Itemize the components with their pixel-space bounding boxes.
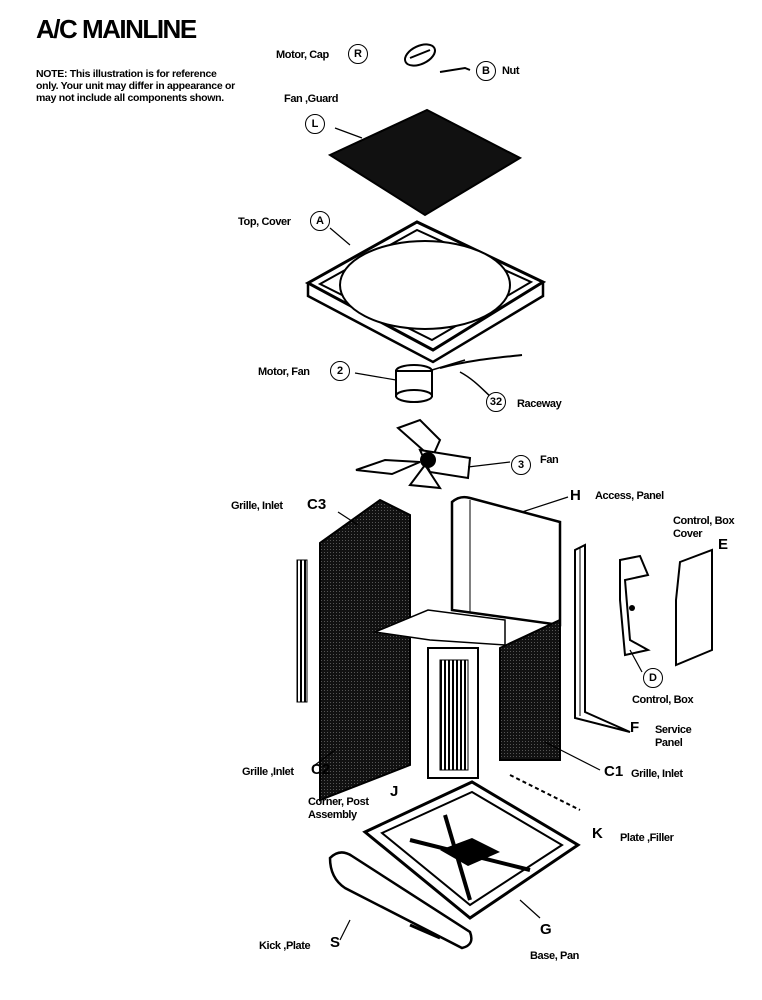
fan-guard-shape [327,108,523,217]
top-cover-label: Top, Cover [238,216,291,228]
motor-cap-shape [404,43,436,67]
motor-fan-key: 2 [330,361,350,381]
raceway-label: Raceway [517,398,562,410]
service-panel-label: Service Panel [655,724,692,749]
kick-plate-key: S [330,934,341,951]
corner-post-key: J [390,783,399,800]
control-box-cover-shape [675,548,713,667]
grille-inlet-c2-label: Grille ,Inlet [242,766,294,778]
corner-post-label: Corner, Post Assembly [308,796,369,821]
nut-key: B [476,61,496,81]
page-title: A/C MAINLINE [36,14,197,44]
grille-inlet-c1-label: Grille, Inlet [631,768,683,780]
grille-inlet-right-shape [499,618,561,761]
filler-plate-shape [509,774,581,811]
control-box-key: D [643,668,663,688]
control-box-label: Control, Box [632,694,694,706]
grille-inlet-c2-key: C2 [311,761,331,778]
control-box-cover-label: Control, Box Cover [673,515,735,540]
nut-shape [439,66,471,73]
base-pan-key: G [540,921,552,938]
fan-label: Fan [540,454,559,466]
top-cover-shape [304,220,547,364]
control-box-shape [619,554,651,657]
motor-fan-shape [395,359,466,403]
nut-label: Nut [502,65,520,77]
access-panel-label: Access, Panel [595,490,664,502]
base-pan-shape [362,780,581,920]
grille-inlet-c3-key: C3 [307,496,327,513]
grille-inlet-c1-key: C1 [604,763,624,780]
top-cover-key: A [310,211,330,231]
motor-cap-key: R [348,44,368,64]
corner-post-shape [427,647,479,779]
fan-guard-key: L [305,114,325,134]
filler-plate-label: Plate ,Filler [620,832,674,844]
filler-plate-key: K [592,825,603,842]
fan-key: 3 [511,455,531,475]
raceway-key: 32 [486,392,506,412]
grille-inlet-left-shape [296,498,411,802]
service-panel-key: F [630,719,640,736]
access-panel-key: H [570,487,581,504]
raceway-shape [439,354,523,399]
access-panel-shape [450,495,562,627]
control-box-cover-key: E [718,536,729,553]
grille-inlet-c3-label: Grille, Inlet [231,500,283,512]
service-panel-shape [574,543,631,733]
motor-cap-label: Motor, Cap [276,49,329,61]
fan-shape [355,418,472,490]
base-pan-label: Base, Pan [530,950,579,962]
kick-plate-shape [328,851,473,950]
fan-guard-label: Fan ,Guard [284,93,339,105]
note-text: NOTE: This illustration is for reference… [36,68,235,104]
kick-plate-label: Kick ,Plate [259,940,311,952]
motor-fan-label: Motor, Fan [258,366,310,378]
